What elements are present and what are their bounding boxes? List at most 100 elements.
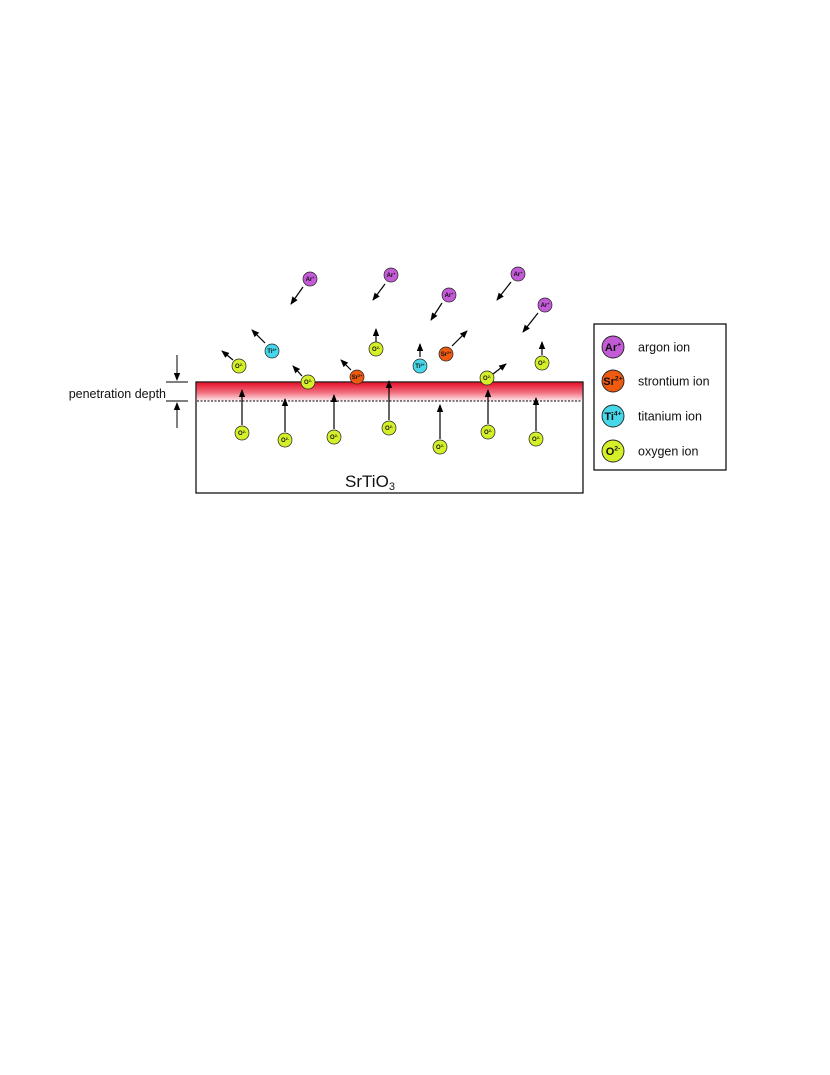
strontium-ion: Sr2+ — [349, 369, 365, 385]
ion-symbol: O2- — [372, 346, 381, 353]
argon-ion: Ar+ — [383, 267, 399, 283]
ion-symbol: Ti4+ — [604, 411, 621, 423]
oxygen-ion: O2- — [534, 355, 550, 371]
ion-circle — [234, 425, 250, 441]
oxygen-ion: O2- — [479, 370, 495, 386]
ion-particles: Ar+ Ar+ Ar+ Ar+ Ar+ Ti4+ Ti4+ Sr2+ Sr2+ … — [231, 266, 553, 455]
ion-symbol: Ar+ — [306, 276, 316, 283]
ion-circle — [528, 431, 544, 447]
substrate-label-subscript: 3 — [389, 481, 395, 493]
ion-symbol: O2- — [238, 430, 247, 437]
ion-circle — [302, 271, 318, 287]
ion-symbol: O2- — [484, 429, 493, 436]
ion-symbol: Ti4+ — [415, 363, 425, 370]
ion-symbol: Ar+ — [541, 302, 551, 309]
titanium-ion: Ti4+ — [412, 358, 428, 374]
legend: Ar+ argon ion Sr2+ strontium ion Ti4+ ti… — [593, 323, 727, 471]
ion-circle — [601, 404, 625, 428]
ion-symbol: O2- — [330, 434, 339, 441]
ion-circle — [326, 429, 342, 445]
ion-symbol: Ar+ — [387, 272, 397, 279]
ion-symbol: Ar+ — [514, 271, 524, 278]
ion-symbol: Sr2+ — [352, 374, 363, 381]
ion-circle — [432, 439, 448, 455]
ar-arrow-2 — [372, 283, 386, 301]
trajectory-arrows — [221, 281, 546, 439]
oxygen-ion: O2- — [277, 432, 293, 448]
oxygen-ion: O2- — [368, 341, 384, 357]
ion-circle — [277, 432, 293, 448]
o-arrow-4 — [492, 363, 507, 375]
ion-symbol: Sr2+ — [603, 376, 622, 388]
ion-symbol: Sr2+ — [441, 351, 452, 358]
argon-ion: Ar+ — [441, 287, 457, 303]
sr-arrow-1 — [340, 359, 352, 371]
ion-circle — [601, 335, 625, 359]
ion-circle — [479, 370, 495, 386]
ion-symbol: O2- — [532, 436, 541, 443]
ion-symbol: Ar+ — [605, 342, 621, 354]
argon-ion: Ar+ — [510, 266, 526, 282]
oxygen-ion: O2- — [234, 425, 250, 441]
sr-arrow-2 — [451, 330, 468, 347]
legend-item-strontium: Sr2+ strontium ion — [601, 369, 710, 393]
ion-circle — [510, 266, 526, 282]
oxygen-ion: O2- — [231, 358, 247, 374]
ion-symbol: Ti4+ — [267, 348, 277, 355]
ar-arrow-4 — [496, 281, 512, 301]
oxygen-ion: O2- — [432, 439, 448, 455]
ion-symbol: O2- — [606, 446, 621, 458]
ion-circle — [438, 346, 454, 362]
ion-circle — [383, 267, 399, 283]
penetration-depth-marker: penetration depth — [69, 355, 188, 428]
legend-strontium-icon: Sr2+ — [601, 369, 625, 393]
argon-ion: Ar+ — [302, 271, 318, 287]
penetration-depth-label: penetration depth — [69, 387, 166, 401]
ti-arrow-1 — [251, 329, 266, 344]
titanium-ion: Ti4+ — [264, 343, 280, 359]
ion-circle — [264, 343, 280, 359]
strontium-ion: Sr2+ — [438, 346, 454, 362]
legend-argon-icon: Ar+ — [601, 335, 625, 359]
legend-label: oxygen ion — [638, 445, 699, 459]
ar-arrow-1 — [290, 286, 304, 305]
legend-item-titanium: Ti4+ titanium ion — [601, 404, 702, 428]
ion-symbol: O2- — [281, 437, 290, 444]
legend-titanium-icon: Ti4+ — [601, 404, 625, 428]
ion-circle — [231, 358, 247, 374]
ion-circle — [534, 355, 550, 371]
legend-label: argon ion — [638, 341, 690, 355]
legend-item-argon: Ar+ argon ion — [601, 335, 690, 359]
o-arrow-1 — [221, 350, 234, 361]
ar-arrow-3 — [430, 302, 443, 321]
oxygen-ion: O2- — [326, 429, 342, 445]
ion-symbol: O2- — [538, 360, 547, 367]
o-arrow-2 — [292, 365, 303, 377]
ion-circle — [480, 424, 496, 440]
ion-circle — [300, 374, 316, 390]
oxygen-ion: O2- — [300, 374, 316, 390]
ion-symbol: Ar+ — [445, 292, 455, 299]
ion-symbol: O2- — [385, 425, 394, 432]
ion-circle — [412, 358, 428, 374]
ion-circle — [441, 287, 457, 303]
oxygen-ion: O2- — [528, 431, 544, 447]
ion-circle — [368, 341, 384, 357]
ion-circle — [601, 369, 625, 393]
legend-label: strontium ion — [638, 375, 710, 389]
oxygen-ion: O2- — [480, 424, 496, 440]
ion-circle — [349, 369, 365, 385]
legend-item-oxygen: O2- oxygen ion — [601, 439, 699, 463]
ar-arrow-5 — [522, 312, 539, 333]
ion-symbol: O2- — [483, 375, 492, 382]
ion-circle — [601, 439, 625, 463]
ion-symbol: O2- — [304, 379, 313, 386]
legend-label: titanium ion — [638, 410, 702, 424]
ion-symbol: O2- — [436, 444, 445, 451]
ion-circle — [381, 420, 397, 436]
argon-ion: Ar+ — [537, 297, 553, 313]
substrate-label: SrTiO3 — [345, 472, 395, 493]
ion-circle — [537, 297, 553, 313]
ion-symbol: O2- — [235, 363, 244, 370]
